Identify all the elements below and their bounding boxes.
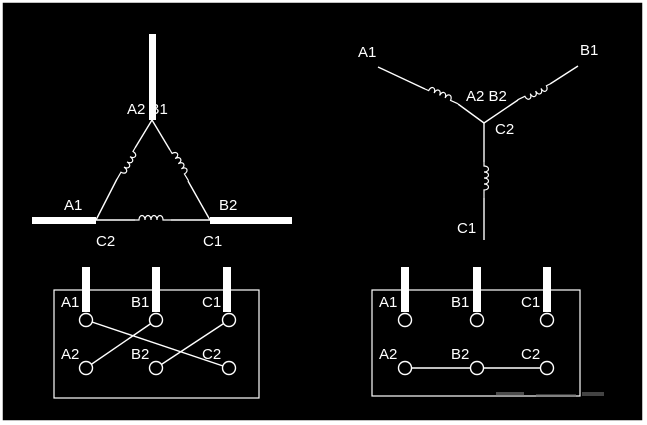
star-box-bar-b1: [473, 267, 481, 312]
star-post-b2: [469, 360, 485, 376]
delta-label-c2: C2: [96, 233, 115, 250]
delta-right-winding: [151, 119, 211, 221]
watermark-mark: [496, 392, 604, 397]
star-box-label-a1: A1: [379, 294, 397, 311]
star-post-c2: [539, 360, 555, 376]
delta-label-top: A2 B1: [127, 101, 168, 118]
delta-bottom-winding: [96, 214, 210, 221]
star-connection-diagram: A1 B1 A2 B2 C2 C1: [358, 42, 598, 240]
star-box-label-b2: B2: [451, 346, 469, 363]
delta-post-b2: [148, 360, 164, 376]
star-b-winding: [483, 65, 579, 124]
delta-post-a2: [78, 360, 94, 376]
star-label-a1: A1: [358, 44, 376, 61]
delta-post-c1: [221, 312, 237, 328]
star-terminal-box: A1 B1 C1 A2 B2 C2: [371, 267, 581, 397]
delta-label-b2: B2: [219, 197, 237, 214]
delta-left-winding: [95, 119, 153, 221]
delta-label-c1: C1: [203, 233, 222, 250]
delta-connection-diagram: A2 B1 A1 B2 C2 C1: [32, 34, 292, 250]
delta-left-terminal-bar: [32, 217, 96, 224]
star-post-a2: [397, 360, 413, 376]
delta-post-b1: [148, 312, 164, 328]
delta-box-label-c2: C2: [202, 346, 221, 363]
star-a-winding: [377, 66, 485, 124]
delta-box-label-c1: C1: [202, 294, 221, 311]
delta-top-terminal-bar: [149, 34, 156, 120]
star-box-bar-a1: [401, 267, 409, 312]
delta-right-terminal-bar: [210, 217, 292, 224]
star-post-b1: [469, 312, 485, 328]
delta-label-a1: A1: [64, 197, 82, 214]
delta-link-b1-a2: [85, 319, 157, 369]
star-box-bar-c1: [543, 267, 551, 312]
star-box-label-c2: C2: [521, 346, 540, 363]
delta-box-label-b1: B1: [131, 294, 149, 311]
delta-link-a1-c2: [85, 319, 230, 369]
delta-link-c1-b2: [155, 319, 230, 369]
delta-post-a1: [78, 312, 94, 328]
delta-terminal-box: A1 B1 C1 A2 B2 C2: [53, 267, 260, 399]
delta-box-bar-a1: [82, 267, 90, 312]
delta-box-bar-b1: [152, 267, 160, 312]
star-label-c2: C2: [495, 121, 514, 138]
star-box-label-a2: A2: [379, 346, 397, 363]
delta-box-label-b2: B2: [131, 346, 149, 363]
star-post-c1: [539, 312, 555, 328]
star-c-winding: [483, 123, 490, 240]
star-box-label-b1: B1: [451, 294, 469, 311]
star-label-center: A2 B2: [466, 88, 507, 105]
star-box-label-c1: C1: [521, 294, 540, 311]
delta-box-label-a1: A1: [61, 294, 79, 311]
star-post-a1: [397, 312, 413, 328]
delta-box-label-a2: A2: [61, 346, 79, 363]
star-label-c1: C1: [457, 220, 476, 237]
star-label-b1: B1: [580, 42, 598, 59]
delta-post-c2: [221, 360, 237, 376]
delta-box-bar-c1: [223, 267, 231, 312]
